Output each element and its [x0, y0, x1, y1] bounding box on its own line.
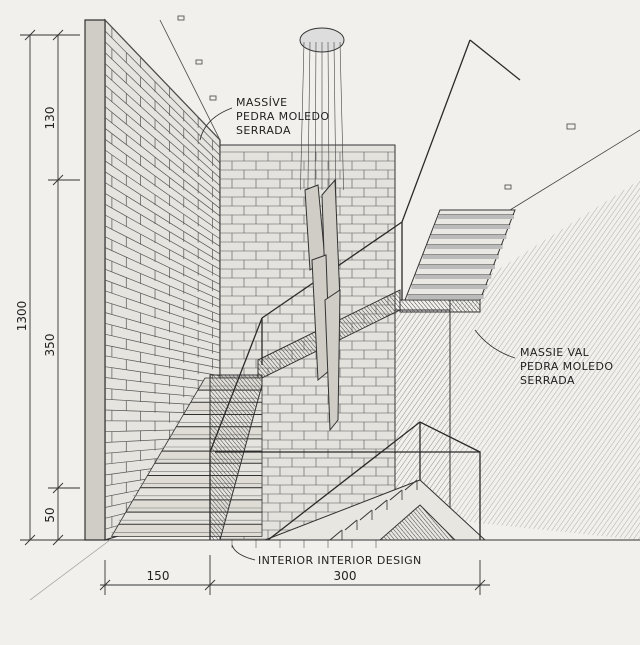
- lower-stair-flight: [110, 374, 263, 541]
- note-right-line1: MASSIE VAL: [520, 346, 590, 359]
- note-right-line3: SERRADA: [520, 374, 575, 387]
- pendant-chandelier: [299, 27, 345, 432]
- vertical-dimension-chain: [20, 29, 80, 546]
- note-upper-left-line3: SERRADA: [236, 124, 291, 137]
- horizontal-dimension-chain: [99, 555, 490, 595]
- leader-lines: [199, 107, 516, 561]
- note-right-line2: PEDRA MOLEDO: [520, 360, 613, 373]
- note-upper-left-line1: MASSÍVE: [236, 96, 288, 109]
- dim-segment-middle: 350: [43, 334, 57, 357]
- floor-shadow: [29, 539, 111, 601]
- dim-segment-bottom: 50: [43, 507, 57, 522]
- dim-segment-top: 130: [43, 107, 57, 130]
- left-brick-wall: [84, 18, 221, 541]
- dim-width-right: 300: [334, 569, 357, 583]
- note-bottom: INTERIOR INTERIOR DESIGN: [258, 554, 422, 567]
- ceiling: [159, 15, 640, 211]
- dim-width-left: 150: [147, 569, 170, 583]
- note-upper-left-line2: PEDRA MOLEDO: [236, 110, 329, 123]
- right-wall: [395, 180, 640, 540]
- upper-stair-flight: [399, 209, 516, 313]
- basement-stair: [264, 479, 487, 541]
- dim-total-height: 1300: [15, 301, 29, 332]
